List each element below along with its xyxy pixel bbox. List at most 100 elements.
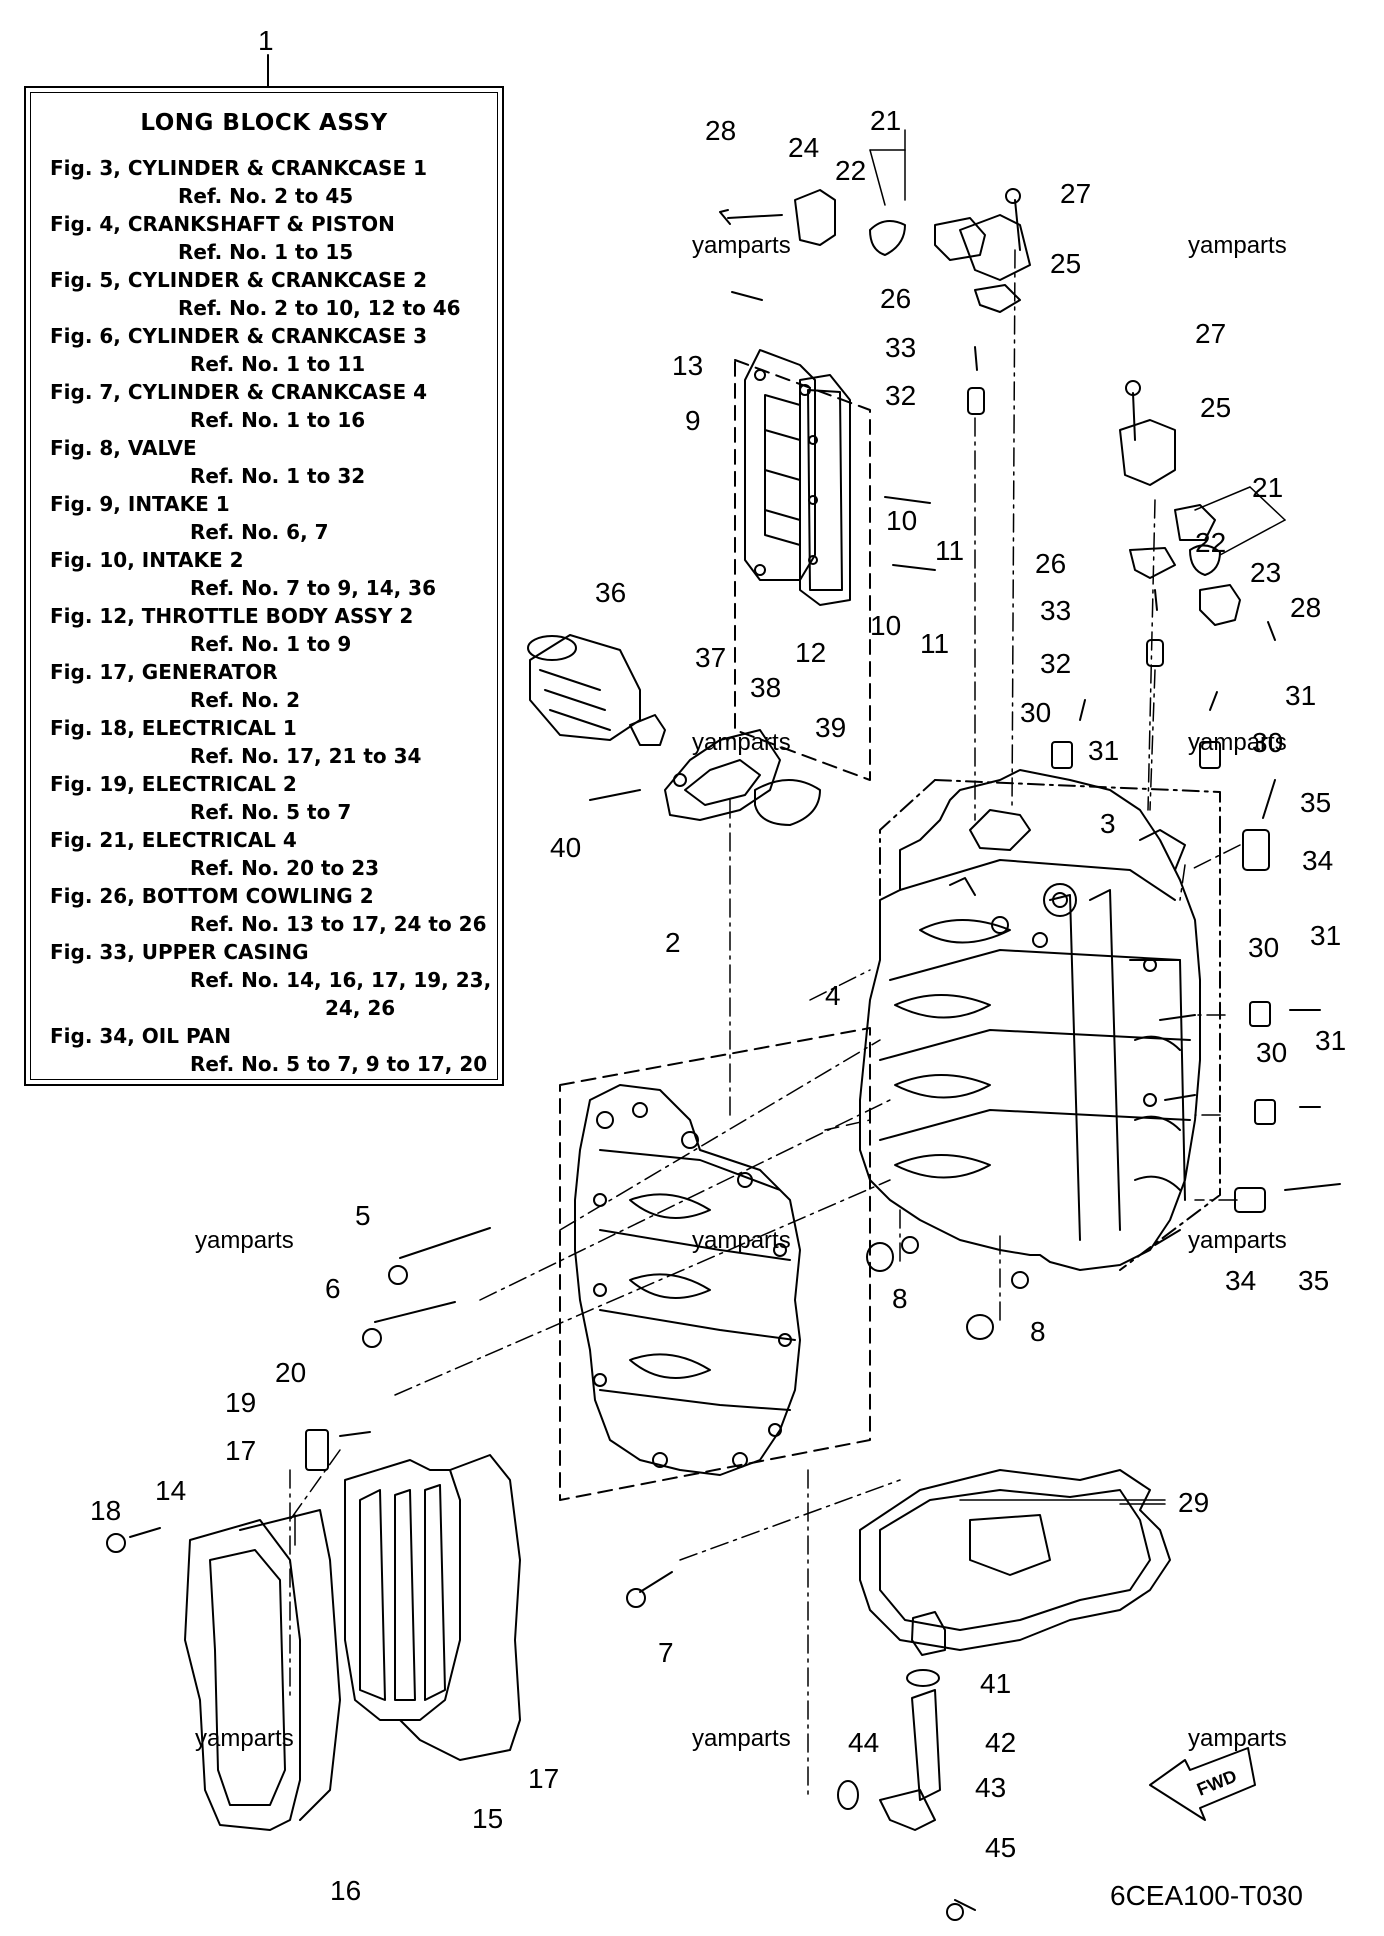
- callout-32-a: 32: [885, 380, 916, 411]
- exhaust-cover-inner: [344, 1459, 461, 1721]
- callout-24: 24: [788, 132, 819, 163]
- dipstick-41: [911, 1611, 946, 1656]
- callout-30-a: 30: [1020, 697, 1051, 728]
- callout-36: 36: [595, 577, 626, 608]
- callout-6: 6: [325, 1273, 341, 1304]
- callout-34-b: 34: [1225, 1265, 1256, 1296]
- o-ring-8-a: [866, 1242, 894, 1272]
- callout-10-b: 10: [870, 610, 901, 641]
- callout-26-b: 26: [1035, 548, 1066, 579]
- callout-2: 2: [665, 927, 681, 958]
- callout-27-a: 27: [1060, 178, 1091, 209]
- callout-14: 14: [155, 1475, 186, 1506]
- callout-18: 18: [90, 1495, 121, 1526]
- oil-filter-stud: [629, 714, 666, 746]
- o-ring-44: [837, 1780, 859, 1810]
- watermark-text: yamparts: [1188, 729, 1287, 756]
- callout-21-b: 21: [1252, 472, 1283, 503]
- callout-15: 15: [472, 1803, 503, 1834]
- callout-45: 45: [985, 1832, 1016, 1863]
- exhaust-cover-outer: [184, 1519, 301, 1831]
- reference-box-title: LONG BLOCK ASSY: [140, 110, 388, 136]
- oil-filter-bracket: [664, 729, 781, 821]
- o-ring-42: [906, 1669, 940, 1687]
- fwd-arrow-icon: [1149, 1747, 1256, 1821]
- watermark-text: yamparts: [692, 1725, 791, 1752]
- watermark-text: yamparts: [692, 232, 791, 259]
- callout-8-b: 8: [1030, 1316, 1046, 1347]
- callout-43: 43: [975, 1772, 1006, 1803]
- watermark-text: yamparts: [1188, 1725, 1287, 1752]
- callout-44: 44: [848, 1727, 879, 1758]
- callout-25-a: 25: [1050, 248, 1081, 279]
- callout-29: 29: [1178, 1487, 1209, 1518]
- callout-33-a: 33: [885, 332, 916, 363]
- callout-30-b: 30: [1252, 727, 1283, 758]
- reference-box: LONG BLOCK ASSY Fig. 3, CYLINDER & CRANK…: [24, 86, 504, 1086]
- callout-22-a: 22: [835, 155, 866, 186]
- callout-31-d: 31: [1315, 1025, 1346, 1056]
- callout-20: 20: [275, 1357, 306, 1388]
- bolt-6: [374, 1301, 456, 1323]
- callout-31-a: 31: [1088, 735, 1119, 766]
- callout-11-a: 11: [935, 535, 964, 566]
- callout-33-b: 33: [1040, 595, 1071, 626]
- dipstick-guide-43: [911, 1689, 941, 1801]
- callout-16: 16: [330, 1875, 361, 1906]
- watermark-text: yamparts: [1188, 232, 1287, 259]
- callout-42: 42: [985, 1727, 1016, 1758]
- callout-30-d: 30: [1256, 1037, 1287, 1068]
- sensor-34-a: [1242, 829, 1270, 871]
- callout-12: 12: [795, 637, 826, 668]
- clip-19: [305, 1429, 329, 1471]
- bolt-27-upper: [1014, 199, 1021, 251]
- sensor-30-b: [1199, 741, 1221, 769]
- callout-39: 39: [815, 712, 846, 743]
- callout-8-a: 8: [892, 1283, 908, 1314]
- diagram-code: 6CEA100-T030: [1110, 1880, 1303, 1911]
- callout-9: 9: [685, 405, 701, 436]
- callout-22-b: 22: [1195, 527, 1226, 558]
- callout-30-c: 30: [1248, 932, 1279, 963]
- callout-25-b: 25: [1200, 392, 1231, 423]
- callout-26-a: 26: [880, 283, 911, 314]
- o-ring-8-b: [966, 1314, 994, 1340]
- oil-filter: [527, 634, 641, 741]
- callout-19: 19: [225, 1387, 256, 1418]
- sensor-30-a: [1051, 741, 1073, 769]
- thermostat-housing-upper: [794, 189, 1031, 313]
- thermostat-housing-lower: [1119, 419, 1241, 626]
- callout-23: 23: [1250, 557, 1281, 588]
- callout-40: 40: [550, 832, 581, 863]
- callout-1: 1: [258, 25, 274, 56]
- bolt-5: [399, 1227, 491, 1259]
- gasket-29: [859, 1469, 1171, 1651]
- callout-13: 13: [672, 350, 703, 381]
- cylinder-head-gasket: [799, 374, 851, 606]
- watermark-text: yamparts: [692, 729, 791, 756]
- callout-28-a: 28: [705, 115, 736, 146]
- callout-28-b: 28: [1290, 592, 1321, 623]
- callout-34-a: 34: [1302, 845, 1333, 876]
- sensor-30-c: [1249, 1001, 1271, 1027]
- callout-32-b: 32: [1040, 648, 1071, 679]
- callout-7: 7: [658, 1637, 674, 1668]
- callout-41: 41: [980, 1668, 1011, 1699]
- bolt-7: [639, 1571, 673, 1593]
- sleeve-upper: [967, 387, 985, 415]
